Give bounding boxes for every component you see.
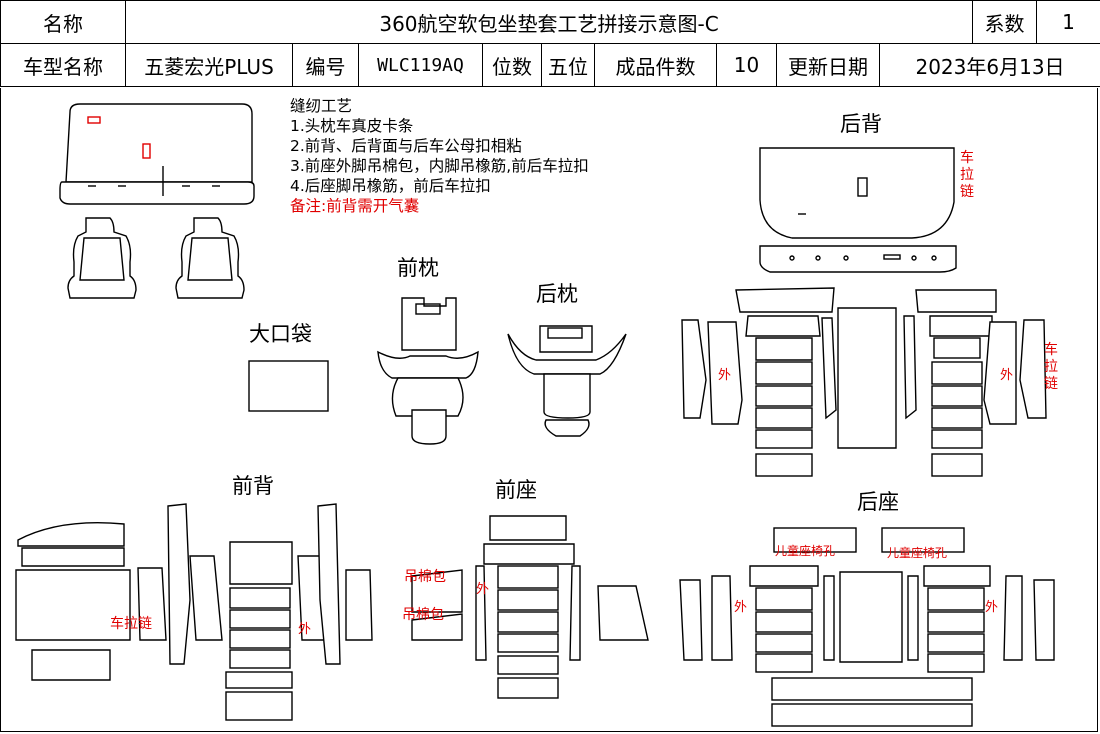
- seats-value: 五位: [541, 43, 595, 87]
- drawing-frame: [0, 88, 1098, 732]
- label-rear-headrest: 后枕: [536, 282, 578, 306]
- date-value: 2023年6月13日: [878, 43, 1100, 87]
- annot-outer: 外: [476, 582, 490, 597]
- annot-zipper-front-back: 车拉链: [110, 616, 152, 632]
- overview-front-seats: [67, 217, 245, 299]
- annot-outer: 外: [718, 368, 732, 383]
- annot-cotton-bag: 吊棉包: [404, 569, 446, 585]
- notes-title: 缝纫工艺: [290, 97, 353, 115]
- rear-back-pieces: [681, 147, 1047, 477]
- annot-outer: 外: [298, 622, 312, 637]
- rear-headrest-pieces: [507, 325, 627, 437]
- front-seat-pieces: [411, 515, 649, 699]
- label-rear-back: 后背: [840, 112, 882, 136]
- annot-child-seat-hole: 儿童座椅孔: [775, 544, 836, 558]
- model-label: 车型名称: [0, 43, 126, 87]
- notes-remark: 备注:前背需开气囊: [290, 197, 420, 215]
- sewing-notes: 缝纫工艺 1.头枕车真皮卡条 2.前背、后背面与后车公母扣相粘 3.前座外脚吊棉…: [290, 96, 589, 216]
- code-label: 编号: [292, 43, 359, 87]
- label-rear-seat: 后座: [857, 490, 899, 514]
- note-item: 3.前座外脚吊棉包，内脚吊橡筋,前后车拉扣: [290, 157, 589, 175]
- header-table: 名称 360航空软包坐垫套工艺拼接示意图-C 系数 1 车型名称 五菱宏光PLU…: [0, 0, 1100, 87]
- label-front-seat: 前座: [495, 478, 537, 502]
- annot-cotton-bag: 吊棉包: [402, 607, 444, 623]
- label-front-headrest: 前枕: [397, 256, 439, 280]
- model-value: 五菱宏光PLUS: [125, 43, 293, 87]
- note-item: 2.前背、后背面与后车公母扣相粘: [290, 137, 522, 155]
- annot-zipper-rear-side: 车拉链: [1044, 342, 1058, 392]
- seats-label: 位数: [482, 43, 542, 87]
- front-headrest-pieces: [377, 297, 479, 445]
- rear-seat-pieces: [679, 527, 1055, 727]
- annot-child-seat-hole: 儿童座椅孔: [887, 546, 948, 560]
- annot-outer: 外: [985, 600, 999, 615]
- sheet-title: 360航空软包坐垫套工艺拼接示意图-C: [124, 0, 974, 44]
- overview-rear-bench: [59, 103, 255, 205]
- annot-zipper-rear-back: 车拉链: [960, 150, 974, 200]
- front-back-pieces: [15, 503, 373, 721]
- note-item: 1.头枕车真皮卡条: [290, 117, 414, 135]
- big-pocket-piece: [248, 360, 329, 412]
- name-label: 名称: [0, 0, 126, 44]
- label-big-pocket: 大口袋: [249, 322, 312, 346]
- annot-outer: 外: [734, 600, 748, 615]
- pieces-value: 10: [716, 43, 777, 87]
- pieces-label: 成品件数: [594, 43, 717, 87]
- date-label: 更新日期: [776, 43, 880, 87]
- coef-label: 系数: [972, 0, 1038, 44]
- annot-outer: 外: [1000, 368, 1014, 383]
- label-front-back: 前背: [232, 474, 274, 498]
- note-item: 4.后座脚吊橡筋，前后车拉扣: [290, 177, 491, 195]
